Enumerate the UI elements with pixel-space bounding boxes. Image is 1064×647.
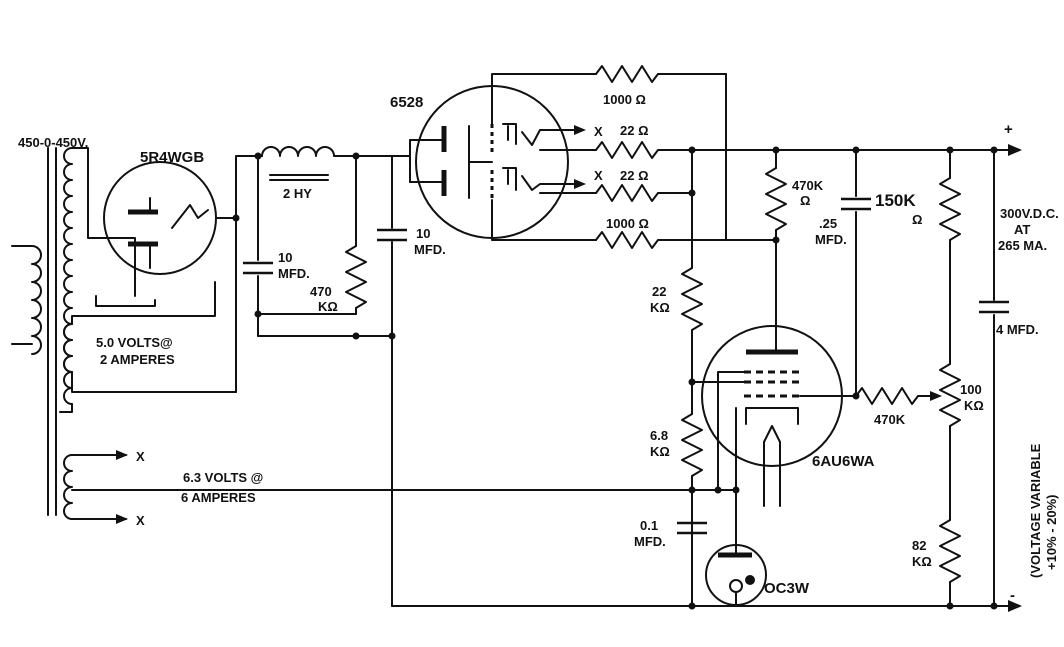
bypass-cap-unit: MFD. — [634, 534, 666, 549]
transformer-rating: 450-0-450V. — [18, 135, 88, 150]
output-rating-3: 265 MA. — [998, 238, 1047, 253]
divider-bottom-value: 82 — [912, 538, 926, 553]
screen-bottom-value: 6.8 — [650, 428, 668, 443]
plate-res-value: 470K — [792, 178, 824, 193]
output-plus-label: + — [1004, 121, 1013, 138]
grid-resistor-bottom: 1000 Ω — [595, 216, 727, 249]
amplifier-tube-label: 6AU6WA — [812, 453, 875, 470]
screen-resistor-bottom: 6.8 KΩ — [650, 381, 703, 607]
bleeder-unit: KΩ — [318, 299, 338, 314]
plate-res-unit: Ω — [800, 193, 810, 208]
pot-unit: KΩ — [964, 398, 984, 413]
pass-tube: X X 6528 — [390, 85, 603, 239]
filament-5v-label-2: 2 AMPERES — [100, 352, 175, 367]
choke-label: 2 HY — [283, 186, 312, 201]
output-capacitor: 4 MFD. — [979, 149, 1039, 607]
pass-heater-x-top: X — [594, 124, 603, 139]
pass-tube-label: 6528 — [390, 94, 423, 111]
grid-res-bottom-label: 1000 Ω — [606, 216, 649, 231]
output-cap-label: 4 MFD. — [996, 322, 1039, 337]
rectifier-tube-label: 5R4WGB — [140, 149, 204, 166]
divider-potentiometer: 100 KΩ — [939, 363, 984, 521]
grid-res-top-label: 1000 Ω — [603, 92, 646, 107]
power-transformer: 450-0-450V. 5.0 VOLTS@ 2 AMPERES 6.3 VOL… — [11, 135, 263, 528]
amplifier-tube: 6AU6WA — [701, 325, 875, 507]
bypass-capacitor: 0.1 MFD. — [634, 489, 707, 549]
pass-heater-x-bottom: X — [594, 168, 603, 183]
cap2-unit: MFD. — [414, 242, 446, 257]
heater-tap-top-label: X — [136, 449, 145, 464]
coupling-cap-value: .25 — [819, 216, 837, 231]
divider-resistor-top: 150K Ω — [875, 149, 961, 365]
variable-note-line2: +10% - 20%) — [1044, 494, 1059, 570]
screen-bottom-unit: KΩ — [650, 444, 670, 459]
voltage-variable-note: (VOLTAGE VARIABLE +10% - 20%) — [1028, 443, 1059, 578]
coupling-cap-unit: MFD. — [815, 232, 847, 247]
cap2-value: 10 — [416, 226, 430, 241]
amp-grid-res-label: 470K — [874, 412, 906, 427]
plate-resistor: 470K Ω — [765, 149, 824, 353]
cathode-res-top-label: 22 Ω — [620, 123, 649, 138]
divider-top-value: 150K — [875, 191, 916, 210]
reference-tube: OC3W — [705, 489, 810, 607]
cathode-res-bottom-label: 22 Ω — [620, 168, 649, 183]
cap1-unit: MFD. — [278, 266, 310, 281]
variable-note-line1: (VOLTAGE VARIABLE — [1028, 443, 1043, 578]
pot-value: 100 — [960, 382, 982, 397]
output-rating-1: 300V.D.C. — [1000, 206, 1059, 221]
output-rating-2: AT — [1014, 222, 1030, 237]
reference-tube-label: OC3W — [764, 580, 810, 597]
cathode-resistor-top: 22 Ω — [595, 123, 693, 159]
screen-top-value: 22 — [652, 284, 666, 299]
output-minus-label: - — [1010, 587, 1015, 604]
divider-bottom-unit: KΩ — [912, 554, 932, 569]
amplifier-grid-resistor: 470K — [855, 387, 942, 427]
screen-top-unit: KΩ — [650, 300, 670, 315]
heater-tap-bottom-label: X — [136, 513, 145, 528]
divider-top-unit: Ω — [912, 212, 922, 227]
screen-resistor-top: 22 KΩ — [650, 267, 703, 383]
cap1-value: 10 — [278, 250, 292, 265]
filter-capacitor-2: 10 MFD. — [355, 155, 446, 607]
bypass-cap-value: 0.1 — [640, 518, 658, 533]
heater-6v-label-2: 6 AMPERES — [181, 490, 256, 505]
coupling-capacitor: .25 MFD. — [815, 149, 871, 397]
bleeder-value: 470 — [310, 284, 332, 299]
grid-resistor-top: 1000 Ω — [595, 65, 727, 107]
divider-resistor-bottom: 82 KΩ — [912, 519, 961, 607]
filter-capacitor-1: 10 MFD. — [243, 155, 310, 315]
filter-choke: 2 HY — [254, 146, 361, 201]
filament-5v-label-1: 5.0 VOLTS@ — [96, 335, 173, 350]
bleeder-resistor: 470 KΩ — [310, 155, 367, 315]
cathode-resistor-bottom: 22 Ω — [595, 168, 693, 202]
rectifier-tube: 5R4WGB — [103, 149, 217, 275]
heater-6v-label-1: 6.3 VOLTS @ — [183, 470, 263, 485]
